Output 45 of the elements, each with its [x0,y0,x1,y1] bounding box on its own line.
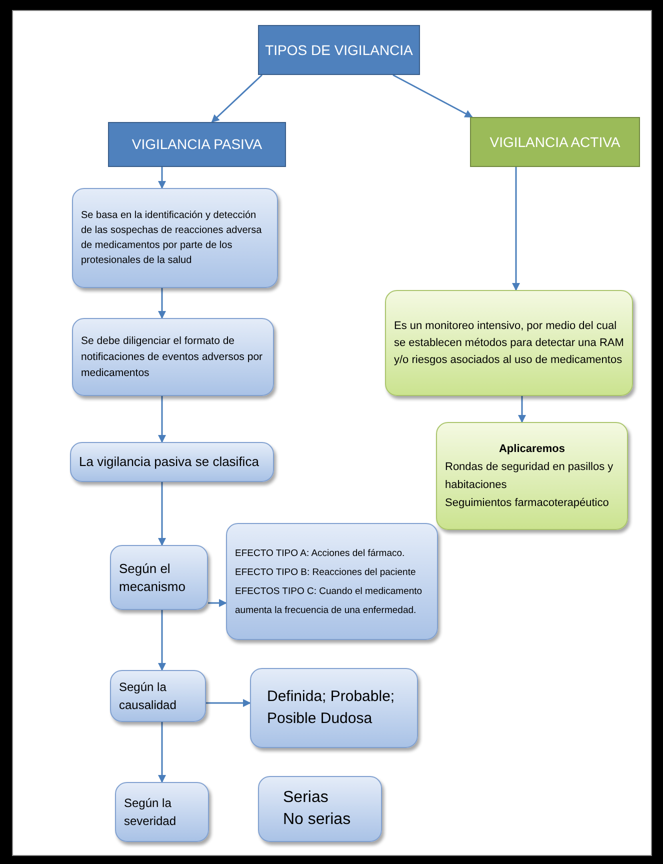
box-text: Seguimientos farmacoterapéutico [445,496,610,511]
header-box [108,122,286,167]
box-text: EFECTO TIPO A: Acciones del fármaco. [235,546,406,560]
box-text: Es un monitoreo intensivo, por medio del cual se establecen métodos para detectar una RAM y/o riesgos asociados al uso de medicamentos [394,318,624,368]
rounded-box [250,668,418,748]
arrow [392,74,473,118]
box-text: EFECTOS TIPO C: Cuando el medicamento aumenta la frecuencia de una enfermedad. [235,584,424,618]
header-box [470,117,640,167]
rounded-box [385,290,633,396]
box-text: La vigilancia pasiva se clasifica [79,453,260,472]
rounded-box [226,523,438,640]
rounded-box [70,442,274,482]
arrow [158,610,166,671]
header-box [258,25,420,75]
rounded-box [110,670,206,722]
box-text: Serias [283,788,330,808]
arrow [158,482,166,546]
rounded-box [436,422,628,530]
arrow [211,74,263,123]
box-text: Se debe diligenciar el formato de notificaciones de eventos adversos por medicamentos [81,334,264,381]
box-text: Rondas de seguridad en pasillos y habitaciones [445,460,614,493]
rounded-box [258,776,382,842]
arrow [158,722,166,783]
box-text: Según la severidad [124,795,178,830]
rounded-box [72,318,274,396]
box-text: Se basa en la identificación y detección de las sospechas de reacciones adversa de medicamentos por parte de los protesionales de la salud [81,209,263,268]
arrow [518,396,526,423]
box-text: Definida; Probable; Posible Dudosa [267,687,396,729]
heading: Aplicaremos [498,442,566,457]
box-text: Según la causalidad [119,679,178,714]
box-text: TIPOS DE VIGILANCIA [265,40,413,60]
rounded-box [72,188,278,288]
arrow [158,396,166,443]
box-text: Según el mecanismo [119,560,186,596]
box-text: VIGILANCIA PASIVA [132,135,262,154]
rounded-box [110,545,208,610]
arrow [158,288,166,319]
arrow [206,699,251,707]
box-text: VIGILANCIA ACTIVA [490,132,620,152]
arrow [512,167,520,291]
arrow [208,599,227,607]
box-text: EFECTO TIPO B: Reacciones del paciente [235,566,417,580]
arrow [158,167,166,189]
box-text: No serias [283,810,352,830]
rounded-box [115,782,209,842]
